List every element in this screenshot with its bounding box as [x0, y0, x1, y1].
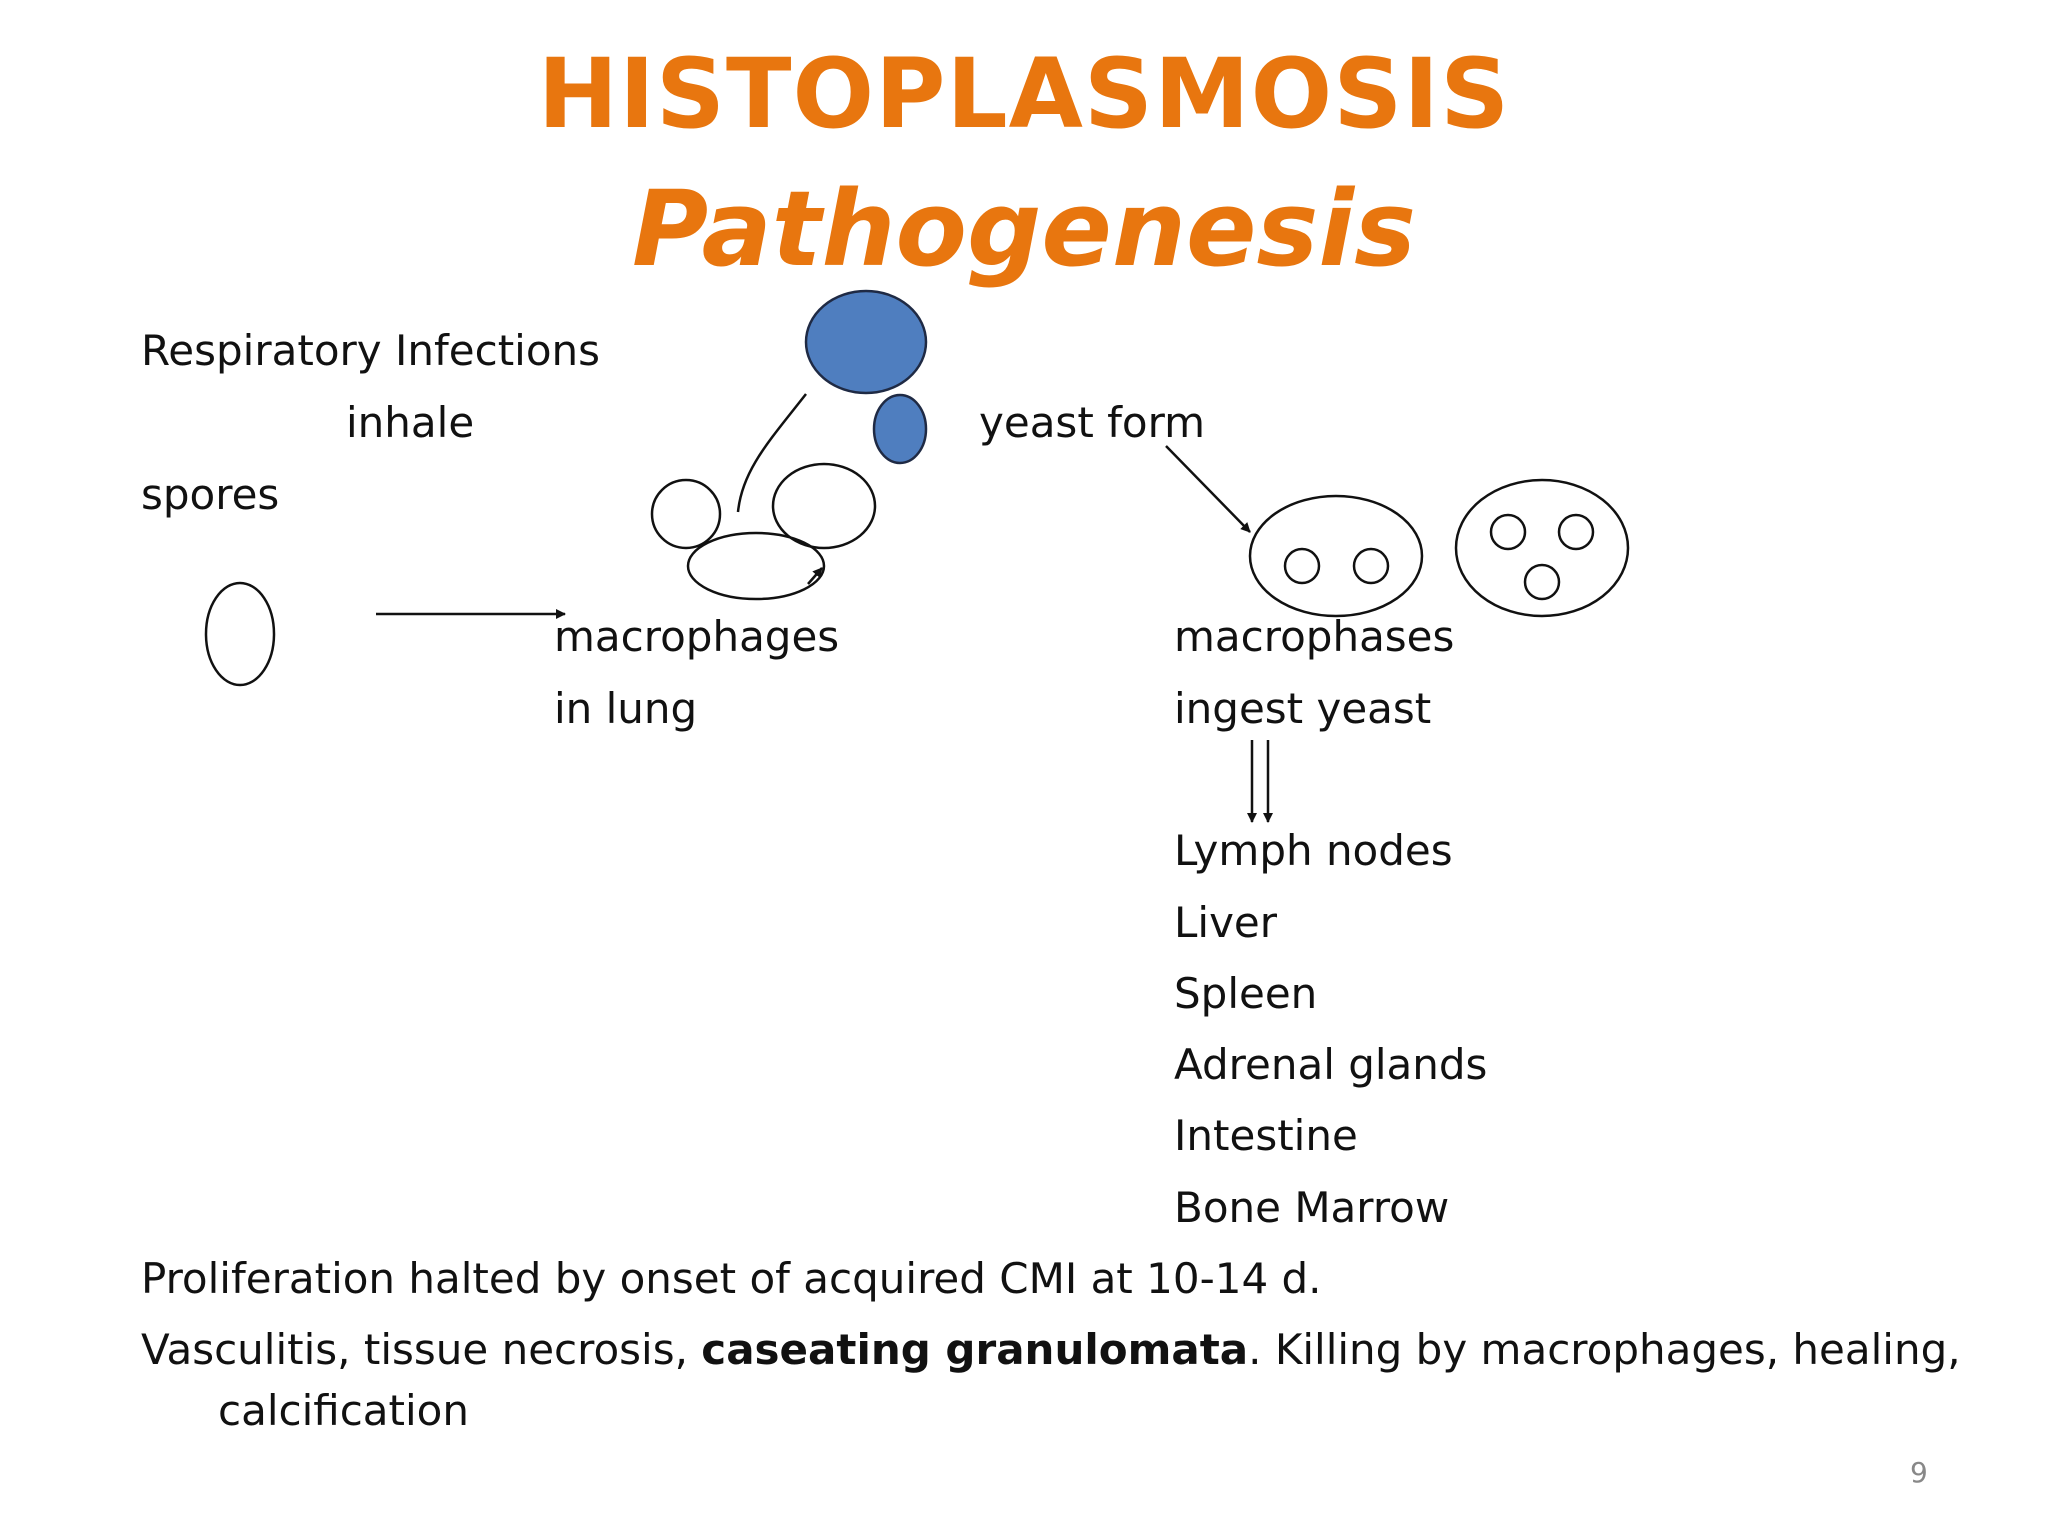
organ-item: Bone Marrow — [1174, 1183, 1450, 1232]
organ-item: Lymph nodes — [1174, 826, 1453, 875]
label-macrophages: macrophages — [554, 612, 840, 661]
ingested-yeast — [1489, 513, 1527, 551]
slide-title: HISTOPLASMOSIS — [537, 38, 1511, 150]
body-line-2-end: . Killing by macrophages, healing, — [1248, 1325, 1961, 1374]
ingested-yeast — [1352, 547, 1390, 585]
label-in-lung: in lung — [554, 684, 698, 733]
label-inhale: inhale — [346, 398, 475, 447]
label-spores: spores — [141, 470, 280, 519]
yeast-to-macrophage-arrow — [1165, 445, 1251, 533]
slide-subtitle: Pathogenesis — [632, 168, 1416, 290]
label-ingest-yeast: ingest yeast — [1174, 684, 1432, 733]
label-macrophases: macrophases — [1174, 612, 1455, 661]
conversion-arrow-tip — [807, 567, 823, 585]
organ-item: Intestine — [1174, 1111, 1358, 1160]
yeast-cell-small — [872, 393, 928, 465]
label-yeast-form: yeast form — [979, 398, 1206, 447]
body-line-2-start: Vasculitis, tissue necrosis, — [141, 1325, 702, 1374]
ingested-yeast — [1523, 563, 1561, 601]
body-line-2-bold: caseating granulomata — [701, 1325, 1249, 1374]
body-line-3: calcification — [218, 1386, 469, 1435]
lung-macrophage-large — [771, 462, 877, 550]
ingested-yeast — [1557, 513, 1595, 551]
organ-item: Spleen — [1174, 969, 1318, 1018]
page-number: 9 — [1910, 1456, 1928, 1489]
lung-macrophage-small — [650, 478, 722, 550]
label-respiratory-infections: Respiratory Infections — [141, 326, 601, 375]
organ-item: Liver — [1174, 898, 1278, 947]
body-line-2: Vasculitis, tissue necrosis, caseating g… — [141, 1325, 1961, 1375]
lung-macrophage-bottom — [686, 531, 826, 601]
infected-macrophage-1 — [1248, 494, 1424, 618]
body-line-1: Proliferation halted by onset of acquire… — [141, 1254, 1322, 1303]
yeast-cell-large — [804, 289, 928, 395]
ingested-yeast — [1283, 547, 1321, 585]
spore-shape — [204, 581, 276, 687]
organ-item: Adrenal glands — [1174, 1040, 1488, 1089]
infected-macrophage-2 — [1454, 478, 1630, 618]
conversion-curve — [736, 393, 807, 513]
